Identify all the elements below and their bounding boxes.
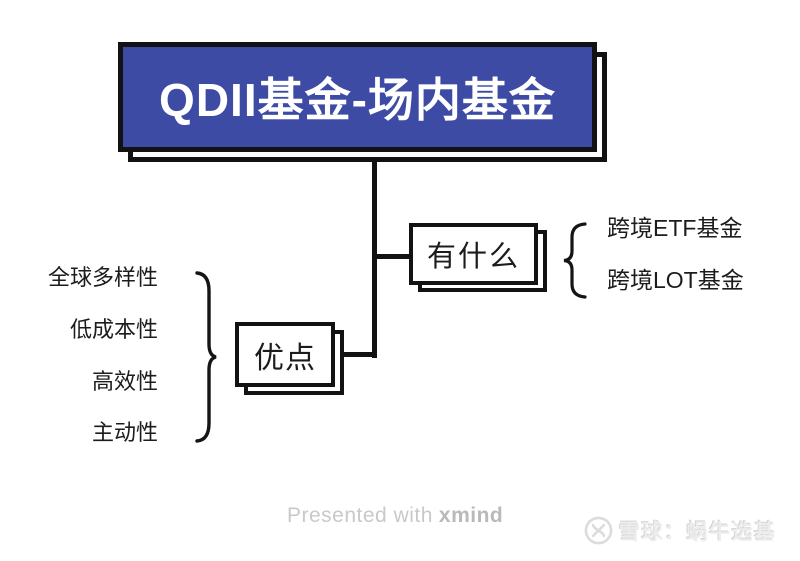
connector-to-advantages-branch: [334, 352, 377, 357]
leaf-global-diversity: 全球多样性: [47, 265, 158, 290]
left-curly-brace-icon: [563, 222, 587, 299]
leaf-high-efficiency: 高效性: [91, 369, 158, 394]
leaf-cross-border-etf-fund: 跨境ETF基金: [607, 215, 743, 241]
watermark-label: 雪球：蜗牛选基: [619, 520, 777, 544]
credit-prefix: Presented with: [287, 504, 433, 527]
advantages-branch-node: 优点: [235, 322, 335, 387]
right-curly-brace-icon: [195, 271, 217, 443]
leaf-proactivity: 主动性: [91, 420, 158, 445]
connector-to-what-branch: [374, 254, 410, 259]
what-branch-label: 有什么: [426, 241, 520, 273]
xmind-brand-label: xmind: [438, 504, 504, 527]
root-trunk-connector: [372, 160, 377, 358]
leaf-cross-border-lot-fund: 跨境LOT基金: [607, 267, 744, 293]
xueqiu-watermark: 雪球：蜗牛选基: [583, 515, 777, 546]
advantages-branch-label: 优点: [254, 341, 316, 375]
root-topic-node: QDII基金-场内基金: [118, 42, 597, 152]
leaf-low-cost: 低成本性: [69, 317, 158, 342]
xueqiu-snowball-icon: [584, 516, 613, 545]
what-branch-node: 有什么: [409, 223, 538, 285]
root-topic-label: QDII基金-场内基金: [159, 74, 556, 126]
